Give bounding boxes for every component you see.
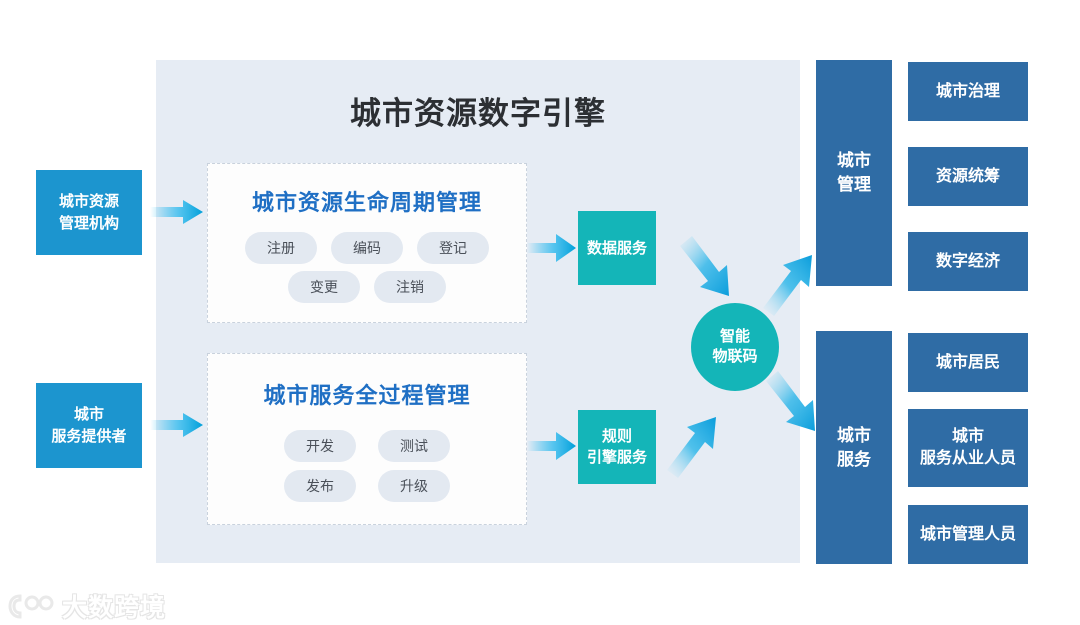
outcome-bar-line-2: 服务: [837, 449, 871, 469]
outcome-bar-line-2: 管理: [837, 175, 871, 194]
source-line-1: 城市资源: [58, 192, 119, 210]
outcome-leaf-service-workers-label: 城市 服务从业人员: [920, 426, 1016, 469]
outcome-leaf-line-2: 服务从业人员: [919, 450, 1016, 467]
pill-record[interactable]: 登记: [417, 232, 489, 264]
outcome-leaf-city-residents-label: 城市居民: [935, 353, 1000, 371]
source-line-2: 管理机构: [58, 214, 119, 232]
watermark: 大数跨境: [8, 588, 166, 624]
service-box-rule-engine-label: 规则 引擎服务: [587, 426, 647, 468]
pill-register[interactable]: 注册: [245, 232, 317, 264]
outcome-leaf-service-workers[interactable]: 城市 服务从业人员: [908, 409, 1028, 487]
outcome-leaf-city-residents[interactable]: 城市居民: [908, 333, 1028, 392]
card-service-process-row-1: 开发 测试: [207, 430, 527, 462]
pill-publish[interactable]: 发布: [284, 470, 356, 502]
pill-test[interactable]: 测试: [378, 430, 450, 462]
hub-circle-label: 智能 物联码: [712, 327, 757, 368]
outcome-leaf-digital-economy[interactable]: 数字经济: [908, 232, 1028, 291]
card-service-process: [207, 353, 527, 525]
outcome-leaf-city-managers[interactable]: 城市管理人员: [908, 505, 1028, 564]
outcome-leaf-city-governance[interactable]: 城市治理: [908, 62, 1028, 121]
card-service-process-row-2: 发布 升级: [207, 470, 527, 502]
outcome-leaf-digital-economy-label: 数字经济: [935, 252, 1000, 270]
pill-encode[interactable]: 编码: [331, 232, 403, 264]
source-box-resource-authority-label: 城市资源 管理机构: [59, 191, 119, 235]
hub-circle-smart-iot-code[interactable]: 智能 物联码: [691, 303, 779, 391]
source-box-resource-authority[interactable]: 城市资源 管理机构: [36, 170, 142, 255]
card-resource-lifecycle-row-1: 注册 编码 登记: [207, 232, 527, 264]
pill-change[interactable]: 变更: [288, 271, 360, 303]
outcome-leaf-city-governance-label: 城市治理: [935, 82, 1000, 100]
service-box-data-service-label: 数据服务: [586, 239, 647, 257]
source-line-2: 服务提供者: [51, 427, 127, 445]
outcome-bar-city-management[interactable]: 城市 管理: [816, 60, 892, 286]
pill-develop[interactable]: 开发: [284, 430, 356, 462]
service-line-2: 引擎服务: [586, 449, 647, 466]
source-box-service-provider-label: 城市 服务提供者: [51, 404, 126, 448]
card-resource-lifecycle-title: 城市资源生命周期管理: [251, 190, 482, 215]
outcome-bar-city-service-label: 城市 服务: [837, 424, 871, 472]
outcome-bar-city-management-label: 城市 管理: [837, 149, 871, 197]
hub-line-1: 智能: [719, 327, 750, 345]
outcome-bar-city-service[interactable]: 城市 服务: [816, 331, 892, 564]
outcome-bar-line-1: 城市: [837, 425, 871, 445]
outcome-leaf-resource-coordination-label: 资源统筹: [935, 167, 1000, 185]
logo-100-icon: [8, 594, 54, 619]
card-resource-lifecycle-row-2: 变更 注销: [207, 271, 527, 303]
service-line-1: 规则: [601, 428, 632, 445]
outcome-leaf-city-managers-label: 城市管理人员: [919, 525, 1016, 543]
watermark-text: 大数跨境: [62, 594, 167, 622]
outcome-bar-line-1: 城市: [837, 151, 871, 171]
outcome-leaf-resource-coordination[interactable]: 资源统筹: [908, 147, 1028, 206]
service-box-rule-engine[interactable]: 规则 引擎服务: [578, 410, 656, 484]
pill-upgrade[interactable]: 升级: [378, 470, 450, 502]
source-line-1: 城市: [73, 405, 104, 423]
pill-deregister[interactable]: 注销: [374, 271, 446, 303]
service-box-data-service[interactable]: 数据服务: [578, 211, 656, 285]
card-service-process-title: 城市服务全过程管理: [263, 383, 471, 408]
hub-line-2: 物联码: [712, 348, 758, 365]
source-box-service-provider[interactable]: 城市 服务提供者: [36, 383, 142, 468]
outcome-leaf-line-1: 城市: [951, 428, 984, 446]
engine-title: 城市资源数字引擎: [350, 96, 606, 131]
